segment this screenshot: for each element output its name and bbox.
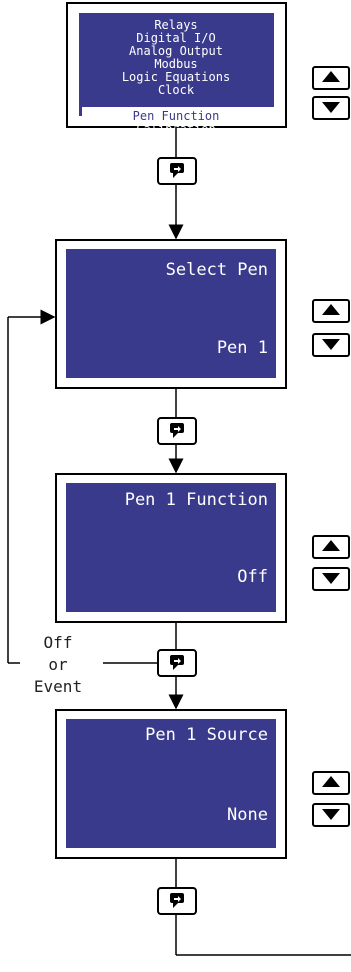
up-arrow-icon bbox=[322, 540, 340, 551]
pen-function-lcd bbox=[66, 483, 276, 612]
enter-key-icon bbox=[170, 655, 184, 670]
enter-key-button[interactable] bbox=[157, 157, 197, 185]
down-arrow-icon bbox=[322, 809, 340, 820]
pen-source-screen: Pen 1 Source None bbox=[55, 709, 287, 859]
down-arrow-icon bbox=[322, 573, 340, 584]
select-pen-lcd bbox=[66, 249, 276, 378]
branch-label-off: Off bbox=[44, 633, 73, 652]
up-arrow-button[interactable] bbox=[312, 66, 350, 90]
screen-title: Select Pen bbox=[166, 260, 268, 280]
branch-label: Off or Event bbox=[34, 633, 82, 696]
up-arrow-icon bbox=[322, 71, 340, 82]
down-arrow-icon bbox=[322, 339, 340, 350]
up-arrow-icon bbox=[322, 776, 340, 787]
down-arrow-button[interactable] bbox=[312, 333, 350, 357]
exit-connector bbox=[175, 914, 351, 956]
down-arrow-icon bbox=[322, 102, 340, 113]
up-arrow-button[interactable] bbox=[312, 771, 350, 795]
up-arrow-icon bbox=[322, 304, 340, 315]
screen-value[interactable]: Pen 1 bbox=[217, 338, 268, 358]
menu-item[interactable]: Clock bbox=[158, 83, 195, 97]
down-arrow-button[interactable] bbox=[312, 803, 350, 827]
menu-item[interactable]: Modbus bbox=[154, 57, 197, 71]
up-arrow-button[interactable] bbox=[312, 299, 350, 323]
menu-item-selected[interactable]: Pen Function bbox=[133, 109, 220, 123]
menu-selection-highlight bbox=[82, 107, 275, 121]
select-pen-arrow-buttons bbox=[312, 299, 350, 357]
menu-screen: Relays Digital I/O Analog Output Modbus … bbox=[66, 2, 287, 136]
menu-item[interactable]: Logic Equations bbox=[122, 70, 230, 84]
pen-function-screen: Pen 1 Function Off bbox=[55, 473, 287, 623]
screen-value[interactable]: None bbox=[227, 805, 268, 825]
enter-key-button[interactable] bbox=[157, 649, 197, 677]
enter-key-icon bbox=[170, 893, 184, 908]
enter-key-icon bbox=[170, 423, 184, 438]
menu-arrow-buttons bbox=[312, 66, 350, 120]
branch-label-event: Event bbox=[34, 677, 82, 696]
screen-value[interactable]: Off bbox=[237, 567, 268, 587]
menu-item[interactable]: Analog Output bbox=[129, 44, 223, 58]
enter-key-icon bbox=[170, 163, 184, 178]
branch-label-or: or bbox=[48, 655, 68, 674]
down-arrow-button[interactable] bbox=[312, 567, 350, 591]
pen-source-lcd bbox=[66, 719, 276, 848]
pen-function-arrow-buttons bbox=[312, 535, 350, 591]
enter-key-button[interactable] bbox=[157, 887, 197, 915]
up-arrow-button[interactable] bbox=[312, 535, 350, 559]
down-arrow-button[interactable] bbox=[312, 96, 350, 120]
screen-title: Pen 1 Function bbox=[125, 490, 268, 510]
screen-title: Pen 1 Source bbox=[145, 725, 268, 745]
menu-item[interactable]: Relays bbox=[154, 18, 197, 32]
select-pen-screen: Select Pen Pen 1 bbox=[55, 239, 287, 389]
pen-source-arrow-buttons bbox=[312, 771, 350, 827]
branch-connector bbox=[7, 309, 158, 664]
menu-lcd bbox=[79, 13, 274, 116]
enter-key-button[interactable] bbox=[157, 417, 197, 445]
menu-item[interactable]: Digital I/O bbox=[136, 31, 215, 45]
